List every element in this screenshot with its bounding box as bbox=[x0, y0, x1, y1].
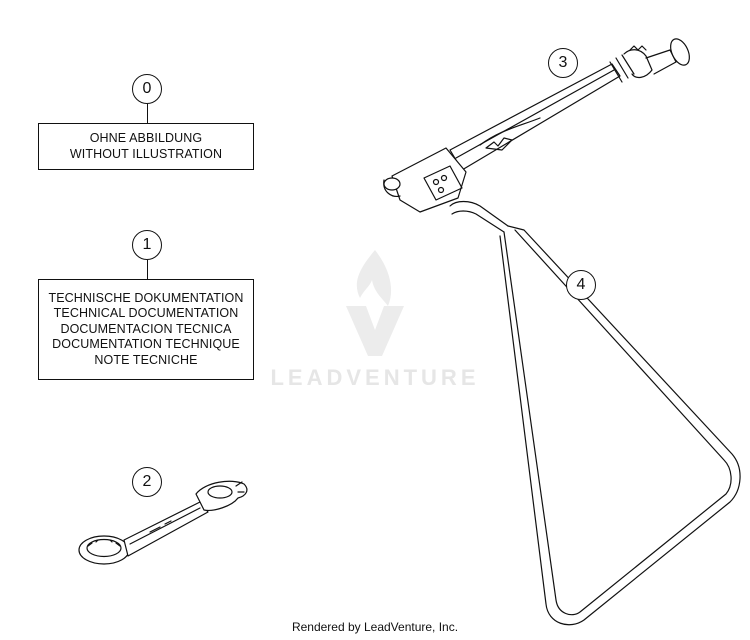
callout-1: 1 bbox=[132, 230, 162, 260]
label-line: DOCUMENTATION TECHNIQUE bbox=[52, 337, 240, 352]
label-box-0: OHNE ABBILDUNG WITHOUT ILLUSTRATION bbox=[38, 123, 254, 170]
label-line: OHNE ABBILDUNG bbox=[89, 131, 203, 145]
stand-part bbox=[449, 200, 741, 626]
footer-credit: Rendered by LeadVenture, Inc. bbox=[291, 620, 459, 634]
label-line: WITHOUT ILLUSTRATION bbox=[69, 146, 223, 161]
tool-part bbox=[383, 38, 690, 213]
callout-2: 2 bbox=[132, 467, 162, 497]
label-line: NOTE TECNICHE bbox=[94, 352, 198, 367]
callout-4: 4 bbox=[566, 270, 596, 300]
leader-line-1 bbox=[146, 260, 148, 279]
leader-line-0 bbox=[146, 104, 148, 123]
label-line: TECHNISCHE DOKUMENTATION bbox=[48, 290, 244, 305]
watermark-text: LEADVENTURE bbox=[270, 365, 480, 390]
label-line: TECHNICAL DOCUMENTATION bbox=[53, 306, 239, 321]
callout-0: 0 bbox=[132, 74, 162, 104]
label-box-1: TECHNISCHE DOKUMENTATION TECHNICAL DOCUM… bbox=[38, 279, 254, 380]
label-line: DOCUMENTACION TECNICA bbox=[60, 321, 232, 336]
wrench-part bbox=[78, 480, 248, 565]
callout-3: 3 bbox=[548, 48, 578, 78]
